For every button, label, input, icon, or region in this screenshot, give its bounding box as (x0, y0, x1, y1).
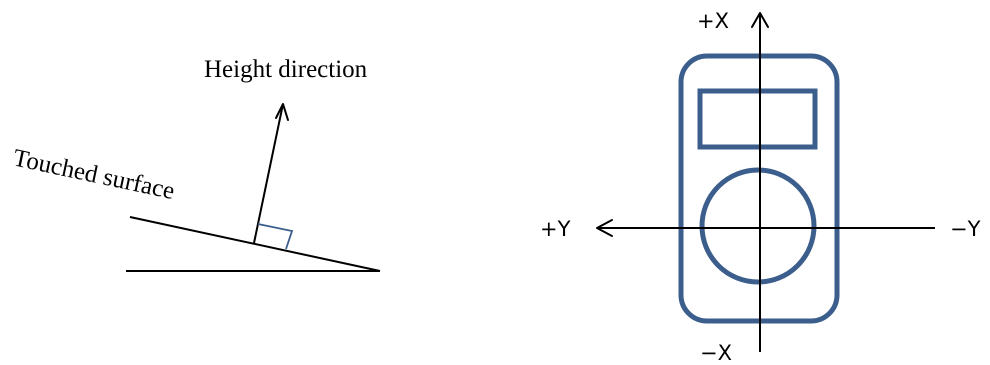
touched-surface-line (129, 216, 381, 272)
minus-y-label: −Y (950, 217, 981, 241)
y-axis-arrowhead (596, 219, 613, 237)
plus-y-label: +Y (540, 217, 571, 241)
plus-x-label: +X (697, 9, 729, 33)
device-axes-figure: +X −X +Y −Y (540, 9, 981, 365)
height-direction-arrowhead (275, 103, 289, 121)
minus-x-label: −X (700, 341, 732, 365)
right-angle-marker (257, 223, 294, 250)
height-direction-arrow (253, 103, 284, 244)
touched-surface-figure: Height direction Touched surface (11, 56, 381, 272)
device-button (699, 167, 817, 285)
touched-surface-label: Touched surface (11, 144, 177, 205)
device-screen (697, 88, 818, 150)
x-axis-arrowhead (751, 12, 769, 28)
height-direction-label: Height direction (204, 56, 368, 83)
